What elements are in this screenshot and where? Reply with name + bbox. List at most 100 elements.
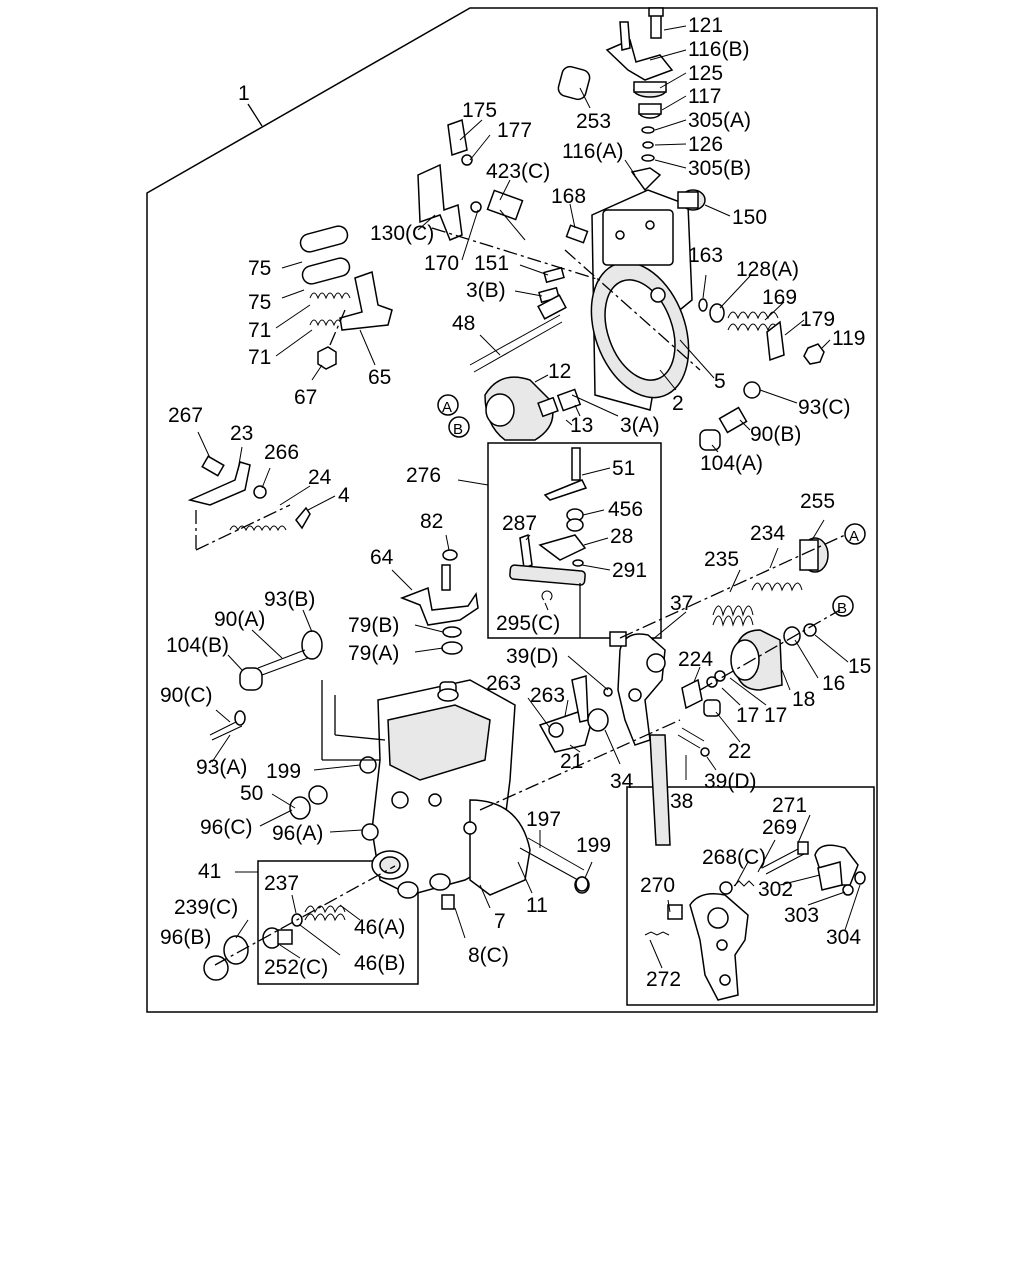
- label-7: 7: [494, 910, 506, 933]
- label-4: 4: [338, 484, 350, 507]
- label-255: 255: [800, 490, 835, 513]
- label-23: 23: [230, 422, 253, 445]
- label-116A: 116(A): [562, 140, 623, 163]
- label-263b: 263: [530, 684, 565, 707]
- label-96B: 96(B): [160, 926, 211, 949]
- label-90A: 90(A): [214, 608, 265, 631]
- label-456: 456: [608, 498, 643, 521]
- sleeves-springs-65: [299, 225, 393, 370]
- label-175: 175: [462, 99, 497, 122]
- label-197: 197: [526, 808, 561, 831]
- label-39Da: 39(D): [506, 645, 559, 668]
- label-71a: 71: [248, 319, 271, 342]
- label-46B: 46(B): [354, 952, 405, 975]
- label-17a: 17: [736, 704, 759, 727]
- label-117: 117: [688, 85, 721, 108]
- label-48: 48: [452, 312, 475, 335]
- governor-cover: [590, 189, 693, 411]
- label-82: 82: [420, 510, 443, 533]
- cap-239C: [223, 935, 249, 965]
- label-93A: 93(A): [196, 756, 247, 779]
- label-121: 121: [688, 14, 723, 37]
- outer-frame: [146, 7, 878, 1013]
- ref-circle-B-1: [448, 416, 470, 438]
- label-93C: 93(C): [798, 396, 851, 419]
- label-17b: 17: [764, 704, 787, 727]
- label-64: 64: [370, 546, 394, 569]
- label-18: 18: [792, 688, 815, 711]
- label-38: 38: [670, 790, 693, 813]
- label-12: 12: [548, 360, 571, 383]
- label-179: 179: [800, 308, 835, 331]
- ref-circle-A-2: [844, 523, 866, 545]
- label-116B: 116(B): [688, 38, 749, 61]
- dash-cover-1: [431, 227, 601, 281]
- flyweight-12: [484, 376, 582, 441]
- label-37: 37: [670, 592, 693, 615]
- label-263a: 263: [486, 672, 521, 695]
- inset-box-detail: [626, 786, 875, 1006]
- ref-letter-B-2: B: [837, 600, 847, 617]
- ref-letter-B-1: B: [453, 421, 463, 438]
- label-3A: 3(A): [620, 414, 660, 437]
- label-305A: 305(A): [688, 109, 751, 132]
- label-234: 234: [750, 522, 785, 545]
- label-239C: 239(C): [174, 896, 238, 919]
- label-75a: 75: [248, 257, 271, 280]
- label-237: 237: [264, 872, 299, 895]
- label-65: 65: [368, 366, 391, 389]
- label-119: 119: [832, 327, 865, 350]
- label-11: 11: [526, 894, 548, 917]
- label-302: 302: [758, 878, 793, 901]
- label-270: 270: [640, 874, 675, 897]
- label-423C: 423(C): [486, 160, 550, 183]
- cap-96B: [203, 955, 229, 981]
- label-266: 266: [264, 441, 299, 464]
- housing-left-items: [209, 630, 386, 841]
- label-96A: 96(A): [272, 822, 323, 845]
- inset-detail-parts: [644, 841, 866, 1001]
- label-51: 51: [612, 457, 635, 480]
- label-253: 253: [576, 110, 611, 133]
- leader-lines: [197, 25, 861, 969]
- label-90C: 90(C): [160, 684, 213, 707]
- label-21: 21: [560, 750, 583, 773]
- label-79B: 79(B): [348, 614, 399, 637]
- label-67: 67: [294, 386, 317, 409]
- label-96C: 96(C): [200, 816, 253, 839]
- inset-box-276: [487, 442, 662, 639]
- label-24: 24: [308, 466, 332, 489]
- label-199a: 199: [266, 760, 301, 783]
- label-235: 235: [704, 548, 739, 571]
- label-16: 16: [822, 672, 845, 695]
- label-41: 41: [198, 860, 221, 883]
- label-28: 28: [610, 525, 633, 548]
- label-199b: 199: [576, 834, 611, 857]
- label-90B: 90(B): [750, 423, 801, 446]
- ref-circle-A-1: [437, 394, 459, 416]
- ref-letter-A-1: A: [442, 399, 452, 416]
- label-268C: 268(C): [702, 846, 766, 869]
- leader-1: [247, 103, 263, 127]
- inset-41-parts: [262, 905, 346, 949]
- lever-37: [609, 631, 726, 846]
- label-50: 50: [240, 782, 263, 805]
- label-128A: 128(A): [736, 258, 799, 281]
- label-151: 151: [474, 252, 509, 275]
- dash-lever-1: [479, 719, 681, 811]
- label-150: 150: [732, 206, 767, 229]
- lever-23-group: [187, 455, 311, 551]
- label-104A: 104(A): [700, 452, 763, 475]
- spring-169-group: [698, 298, 825, 451]
- label-3B: 3(B): [466, 279, 506, 302]
- shaft-48: [469, 294, 567, 373]
- ref-circle-B-2: [832, 595, 854, 617]
- label-1: 1: [238, 82, 250, 105]
- label-267: 267: [168, 404, 203, 427]
- label-125: 125: [688, 62, 723, 85]
- label-13: 13: [570, 414, 593, 437]
- label-8C: 8(C): [468, 944, 509, 967]
- plug-199: [575, 876, 589, 892]
- label-177: 177: [497, 119, 532, 142]
